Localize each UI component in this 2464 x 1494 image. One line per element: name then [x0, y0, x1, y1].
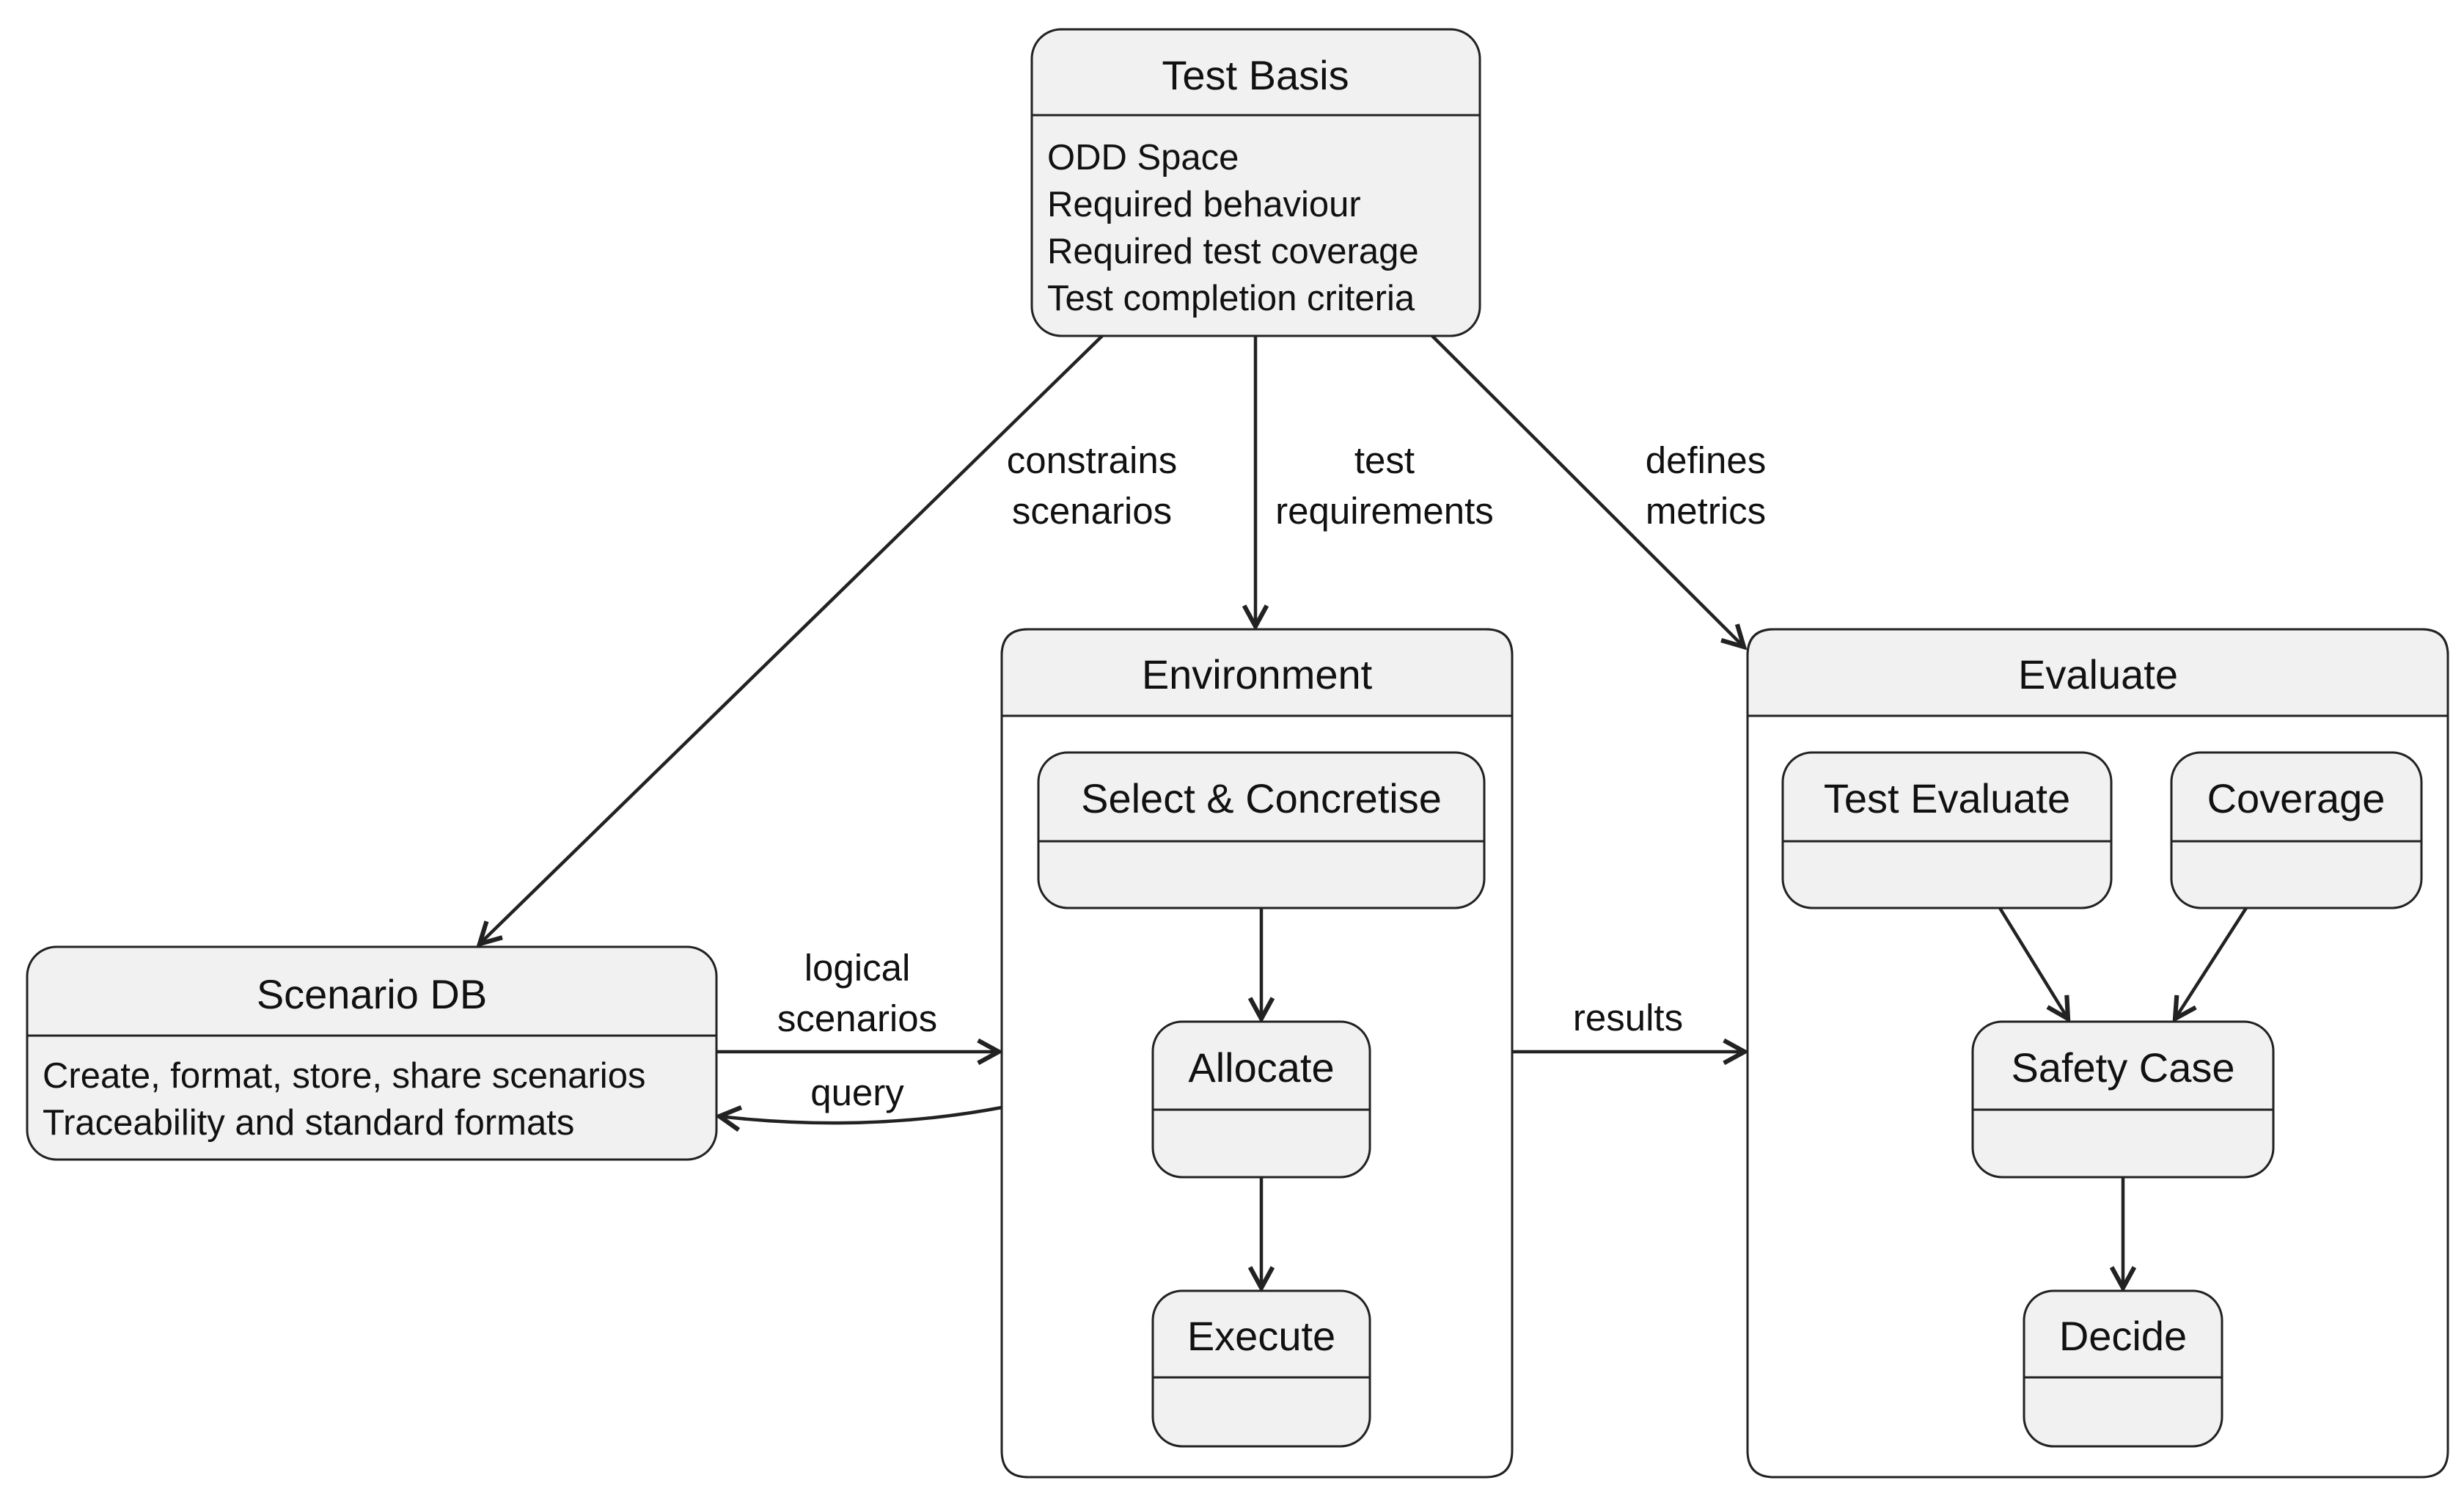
- test-basis-line: Required test coverage: [1047, 232, 1419, 271]
- constrains-label: constrains: [1007, 439, 1177, 481]
- test-requirements-label: requirements: [1275, 490, 1494, 532]
- select-concretise-title: Select & Concretise: [1081, 775, 1442, 821]
- query-label: query: [810, 1072, 904, 1113]
- query-arrow: [719, 1107, 1002, 1123]
- coverage-node: Coverage: [2170, 751, 2423, 909]
- test-basis-line: Required behaviour: [1047, 185, 1361, 224]
- logical-scenarios-label: scenarios: [777, 997, 937, 1039]
- select-concretise-node: Select & Concretise: [1037, 751, 1486, 909]
- defines-metrics-label: metrics: [1646, 490, 1766, 532]
- allocate-title: Allocate: [1188, 1044, 1334, 1091]
- constrains-label: scenarios: [1012, 490, 1172, 532]
- coverage-to-safety-case-arrow: [2175, 907, 2248, 1019]
- scenario-db-title: Scenario DB: [257, 971, 487, 1017]
- test-basis-node: Test Basis ODD Space Required behaviour …: [1030, 28, 1481, 337]
- allocate-node: Allocate: [1151, 1020, 1371, 1179]
- scenario-db-line: Traceability and standard formats: [43, 1103, 574, 1143]
- decide-title: Decide: [2059, 1313, 2187, 1359]
- defines-metrics-label: defines: [1646, 439, 1766, 481]
- constrains-scenarios-arrow: [480, 334, 1104, 944]
- test-evaluate-title: Test Evaluate: [1824, 775, 2070, 821]
- coverage-title: Coverage: [2207, 775, 2386, 821]
- defines-metrics-arrow: [1431, 334, 1744, 647]
- execute-node: Execute: [1151, 1289, 1371, 1448]
- test-basis-title: Test Basis: [1162, 52, 1349, 98]
- execute-title: Execute: [1187, 1313, 1335, 1359]
- logical-scenarios-label: logical: [804, 947, 911, 989]
- test-evaluate-node: Test Evaluate: [1781, 751, 2113, 909]
- test-basis-line: Test completion criteria: [1047, 279, 1415, 318]
- evaluate-title: Evaluate: [2018, 651, 2178, 697]
- environment-title: Environment: [1142, 651, 1373, 697]
- test-basis-line: ODD Space: [1047, 138, 1239, 177]
- environment-container: Environment Select & Concretise Allocate…: [1000, 628, 1514, 1479]
- test-requirements-label: test: [1354, 439, 1415, 481]
- results-label: results: [1573, 997, 1683, 1039]
- scenario-db-node: Scenario DB Create, format, store, share…: [26, 945, 718, 1161]
- evaluate-container: Evaluate Test Evaluate Coverage Safety C…: [1746, 628, 2449, 1479]
- test-evaluate-to-safety-case-arrow: [1998, 907, 2068, 1019]
- safety-case-node: Safety Case: [1971, 1020, 2275, 1179]
- safety-case-title: Safety Case: [2011, 1044, 2234, 1091]
- decide-node: Decide: [2023, 1289, 2223, 1448]
- scenario-db-line: Create, format, store, share scenarios: [43, 1056, 645, 1096]
